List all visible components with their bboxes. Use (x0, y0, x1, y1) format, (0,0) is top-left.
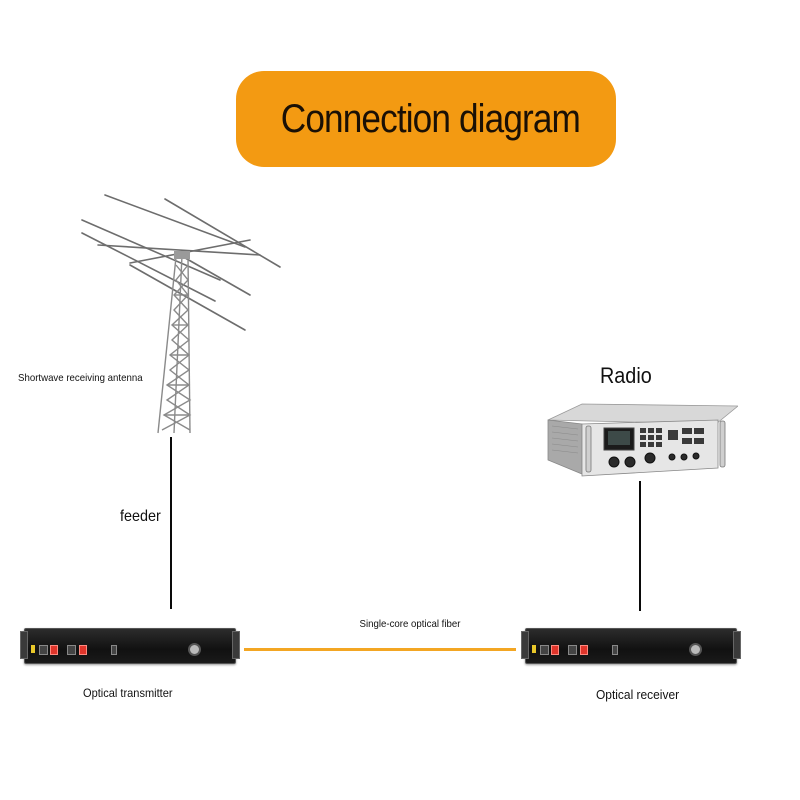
radio-unit-icon (547, 403, 738, 477)
receiver-label: Optical receiver (596, 687, 680, 702)
radio-label: Radio (600, 363, 652, 388)
transmitter-label: Optical transmitter (83, 686, 173, 700)
optical-fiber (244, 648, 516, 651)
feeder-cable (170, 437, 172, 609)
diagram-title: Connection diagram (280, 96, 581, 141)
radio-cable (639, 481, 641, 611)
optical-receiver-icon (521, 628, 741, 664)
optical-transmitter-icon (20, 628, 240, 664)
fiber-label: Single-core optical fiber (359, 618, 461, 630)
feeder-label: feeder (120, 508, 161, 525)
antenna-tower-icon (81, 194, 281, 434)
title-banner: Connection diagram (236, 71, 616, 167)
antenna-label: Shortwave receiving antenna (18, 372, 143, 384)
